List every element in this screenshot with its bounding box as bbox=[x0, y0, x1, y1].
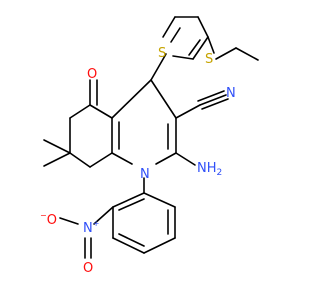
bond-s-ch2 bbox=[215, 47, 237, 60]
bond-c7-c8 bbox=[69, 152, 91, 168]
bond-thiophene-c2-s bbox=[172, 55, 194, 60]
bond-c3-cn bbox=[175, 104, 201, 119]
bond-thiophene-c4 bbox=[150, 53, 167, 81]
atom-label-n-nitro-symbol: N bbox=[83, 221, 93, 236]
bond-ch2-ch3 bbox=[235, 47, 259, 61]
atom-label-nh2: NH2 bbox=[197, 161, 222, 178]
bond-thiophene-c3a-s bbox=[207, 36, 215, 54]
bond-nitrile-triple-b bbox=[197, 90, 225, 102]
bond-aryl-c3-c4 bbox=[143, 237, 176, 254]
atom-label-nh2-h: H bbox=[207, 161, 217, 176]
atom-label-o-nitro-left-charge: − bbox=[40, 211, 47, 220]
bond-aryl-c1-c2 bbox=[143, 192, 176, 208]
bond-thiophene-c3a-c2-double bbox=[188, 39, 201, 56]
bond-nitrile-triple-a bbox=[199, 94, 227, 106]
atom-label-n-ring: N bbox=[140, 167, 150, 182]
bond-aryl-c6-c1 bbox=[112, 192, 145, 208]
atom-label-n-nitrile: N bbox=[226, 86, 236, 101]
bond-c2-n1 bbox=[155, 152, 177, 165]
atom-label-o-ketone: O bbox=[87, 67, 97, 82]
bond-n-o-single bbox=[59, 217, 79, 225]
bond-thiophene-c3-c3a bbox=[197, 16, 209, 38]
bond-c5-c6 bbox=[69, 104, 91, 119]
atom-label-s-ring: S bbox=[158, 46, 166, 61]
bond-n1-c8a bbox=[111, 152, 133, 165]
molecule-structure: S S O N NH2 N N+ −O O bbox=[0, 0, 300, 300]
bond-c7-methyl-a bbox=[43, 139, 71, 154]
bond-c4-c3 bbox=[150, 79, 177, 119]
atom-label-o-nitro-left: −O bbox=[40, 211, 57, 228]
bond-aryl-no2 bbox=[93, 206, 114, 225]
bond-aryl-c6-c1-double bbox=[118, 198, 145, 211]
molecule-canvas: S S O N NH2 N N+ −O O bbox=[0, 0, 300, 300]
atom-label-o-nitro-left-symbol: O bbox=[47, 213, 57, 228]
atom-label-nh2-n: N bbox=[197, 161, 207, 176]
atom-label-s-thioether: S bbox=[205, 52, 213, 67]
bond-c7-methyl-b bbox=[43, 152, 71, 167]
bond-nitrile-triple-c bbox=[201, 98, 229, 110]
bond-thiophene-c3a-c2 bbox=[192, 36, 209, 60]
bond-c4a-c5 bbox=[89, 104, 113, 119]
bond-c4a-c4 bbox=[111, 79, 152, 119]
bond-c2-nh2 bbox=[175, 152, 196, 166]
atom-label-n-nitro: N+ bbox=[83, 219, 99, 236]
bond-thiophene-c5-c4-double bbox=[170, 27, 181, 43]
atom-label-o-nitro-bottom: O bbox=[83, 261, 93, 276]
background bbox=[0, 0, 300, 300]
bond-aryl-c4-c5-double bbox=[118, 233, 145, 247]
bond-thiophene-c5-c4 bbox=[162, 16, 176, 38]
bond-aryl-c4-c5 bbox=[112, 237, 145, 254]
atom-label-n-nitro-charge: + bbox=[93, 219, 100, 228]
bond-c8-c8a bbox=[89, 152, 113, 168]
atom-label-nh2-count: 2 bbox=[217, 168, 223, 178]
